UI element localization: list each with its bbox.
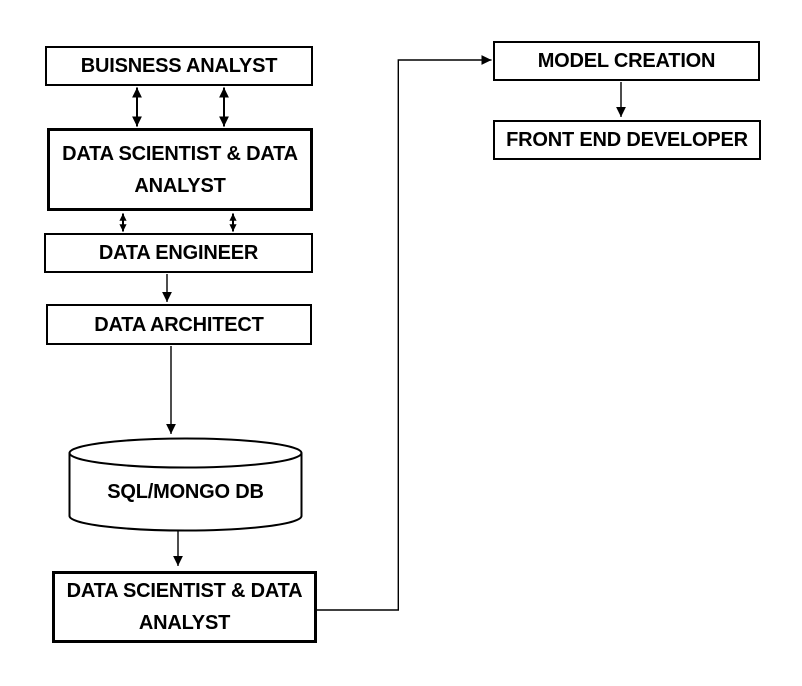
database-cylinder-shape [68,437,303,532]
node-sql-mongo-db: SQL/MONGO DB [69,472,302,512]
node-data-scientist-top-label-line2: ANALYST [134,174,226,197]
node-data-scientist-data-analyst-bottom: DATA SCIENTIST & DATA ANALYST [52,571,317,643]
node-model-creation-label: MODEL CREATION [537,50,716,72]
node-business-analyst-label: BUISNESS ANALYST [80,55,278,77]
node-model-creation: MODEL CREATION [493,41,760,81]
edge-data-scientist-bottom-model-creation [317,55,492,611]
node-front-end-developer-label: FRONT END DEVELOPER [506,129,748,151]
node-data-scientist-bottom-label-line2: ANALYST [138,612,231,634]
node-data-scientist-top-label-line1: DATA SCIENTIST & DATA [62,142,298,165]
node-sql-mongo-db-label: SQL/MONGO DB [107,480,264,503]
node-data-engineer-label: DATA ENGINEER [98,242,259,264]
node-data-engineer: DATA ENGINEER [44,233,313,273]
node-data-architect-label: DATA ARCHITECT [94,313,264,336]
node-data-scientist-data-analyst-top: DATA SCIENTIST & DATA ANALYST [47,128,313,211]
node-data-architect: DATA ARCHITECT [46,304,312,345]
node-front-end-developer: FRONT END DEVELOPER [493,120,761,160]
node-data-scientist-bottom-label-line1: DATA SCIENTIST & DATA [66,580,303,602]
node-business-analyst: BUISNESS ANALYST [45,46,313,86]
